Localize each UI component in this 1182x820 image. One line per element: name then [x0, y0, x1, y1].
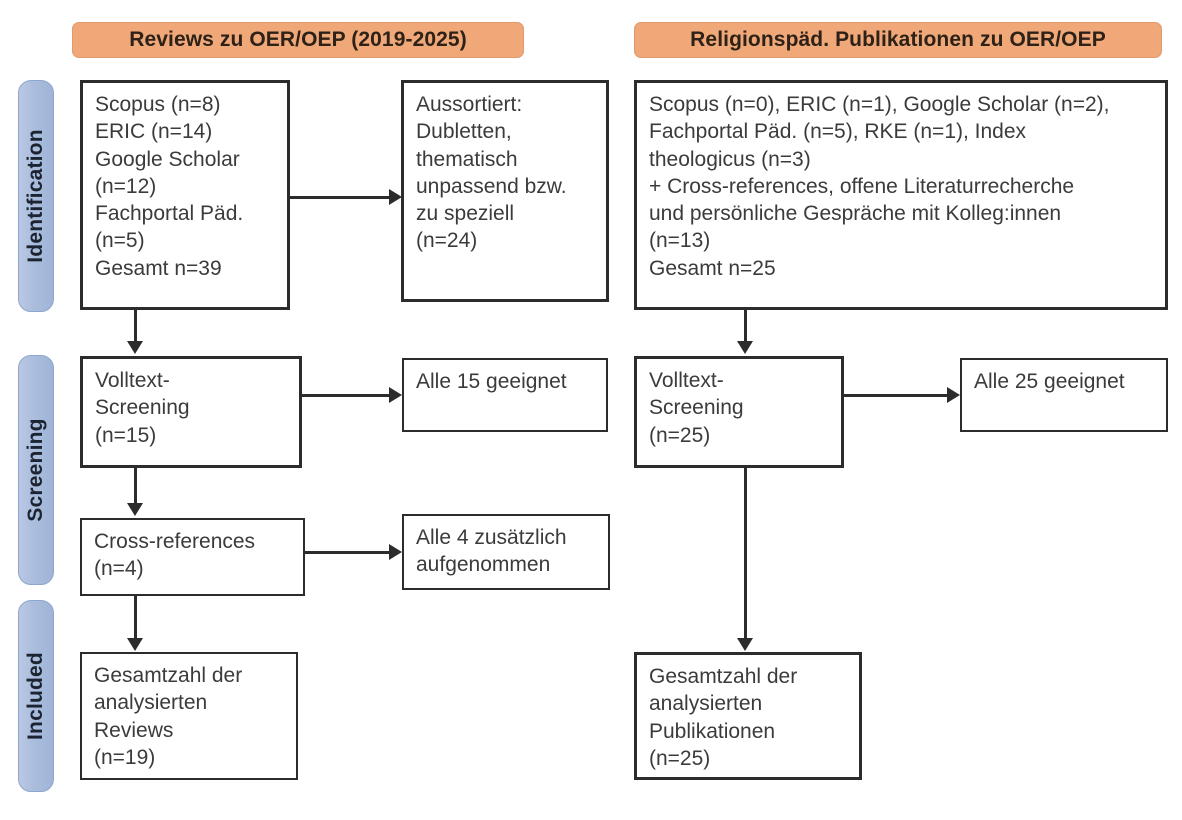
left-fulltext-screening-box: Volltext- Screening (n=15) — [80, 356, 302, 468]
phase-label-screening: Screening — [24, 418, 47, 522]
connector-right-screening-to-result — [844, 394, 948, 397]
arrowhead-left-crossrefs-to-result — [389, 544, 402, 560]
arrowhead-left-id-to-excluded — [389, 189, 402, 205]
left-fulltext-result-box: Alle 15 geeignet — [402, 358, 608, 432]
arrowhead-left-screening-to-crossrefs — [127, 503, 143, 516]
right-fulltext-screening-box: Volltext- Screening (n=25) — [634, 356, 844, 468]
left-excluded-box: Aussortiert: Dubletten, thematisch unpas… — [401, 80, 609, 302]
connector-left-crossrefs-to-included — [134, 596, 137, 640]
left-identification-sources-box: Scopus (n=8) ERIC (n=14) Google Scholar … — [80, 80, 290, 310]
phase-label-included: Included — [24, 652, 47, 740]
connector-left-screening-to-crossrefs — [134, 468, 137, 505]
arrowhead-right-screening-to-included — [737, 638, 753, 651]
left-cross-references-box: Cross-references (n=4) — [80, 518, 305, 596]
arrowhead-left-crossrefs-to-included — [127, 638, 143, 651]
column-header-reviews: Reviews zu OER/OEP (2019-2025) — [72, 22, 524, 58]
connector-left-screening-to-result — [302, 394, 390, 397]
phase-bar-identification: Identification — [18, 80, 54, 312]
right-included-total-box: Gesamtzahl der analysierten Publikatione… — [634, 652, 862, 780]
right-fulltext-result-box: Alle 25 geeignet — [960, 358, 1168, 432]
connector-left-id-to-excluded — [290, 196, 390, 199]
connector-right-id-to-screening — [744, 310, 747, 343]
left-included-total-box: Gesamtzahl der analysierten Reviews (n=1… — [80, 652, 298, 780]
arrowhead-left-screening-to-result — [389, 387, 402, 403]
arrowhead-left-id-to-screening — [127, 341, 143, 354]
phase-bar-included: Included — [18, 600, 54, 792]
connector-right-screening-to-included — [744, 468, 747, 640]
phase-bar-screening: Screening — [18, 355, 54, 585]
column-header-publications: Religionspäd. Publikationen zu OER/OEP — [634, 22, 1162, 58]
phase-label-identification: Identification — [24, 129, 47, 263]
connector-left-id-to-screening — [134, 310, 137, 343]
connector-left-crossrefs-to-result — [305, 551, 390, 554]
left-cross-references-result-box: Alle 4 zusätzlich aufgenommen — [402, 514, 610, 590]
arrowhead-right-screening-to-result — [947, 387, 960, 403]
arrowhead-right-id-to-screening — [737, 341, 753, 354]
right-identification-sources-box: Scopus (n=0), ERIC (n=1), Google Scholar… — [634, 80, 1168, 310]
